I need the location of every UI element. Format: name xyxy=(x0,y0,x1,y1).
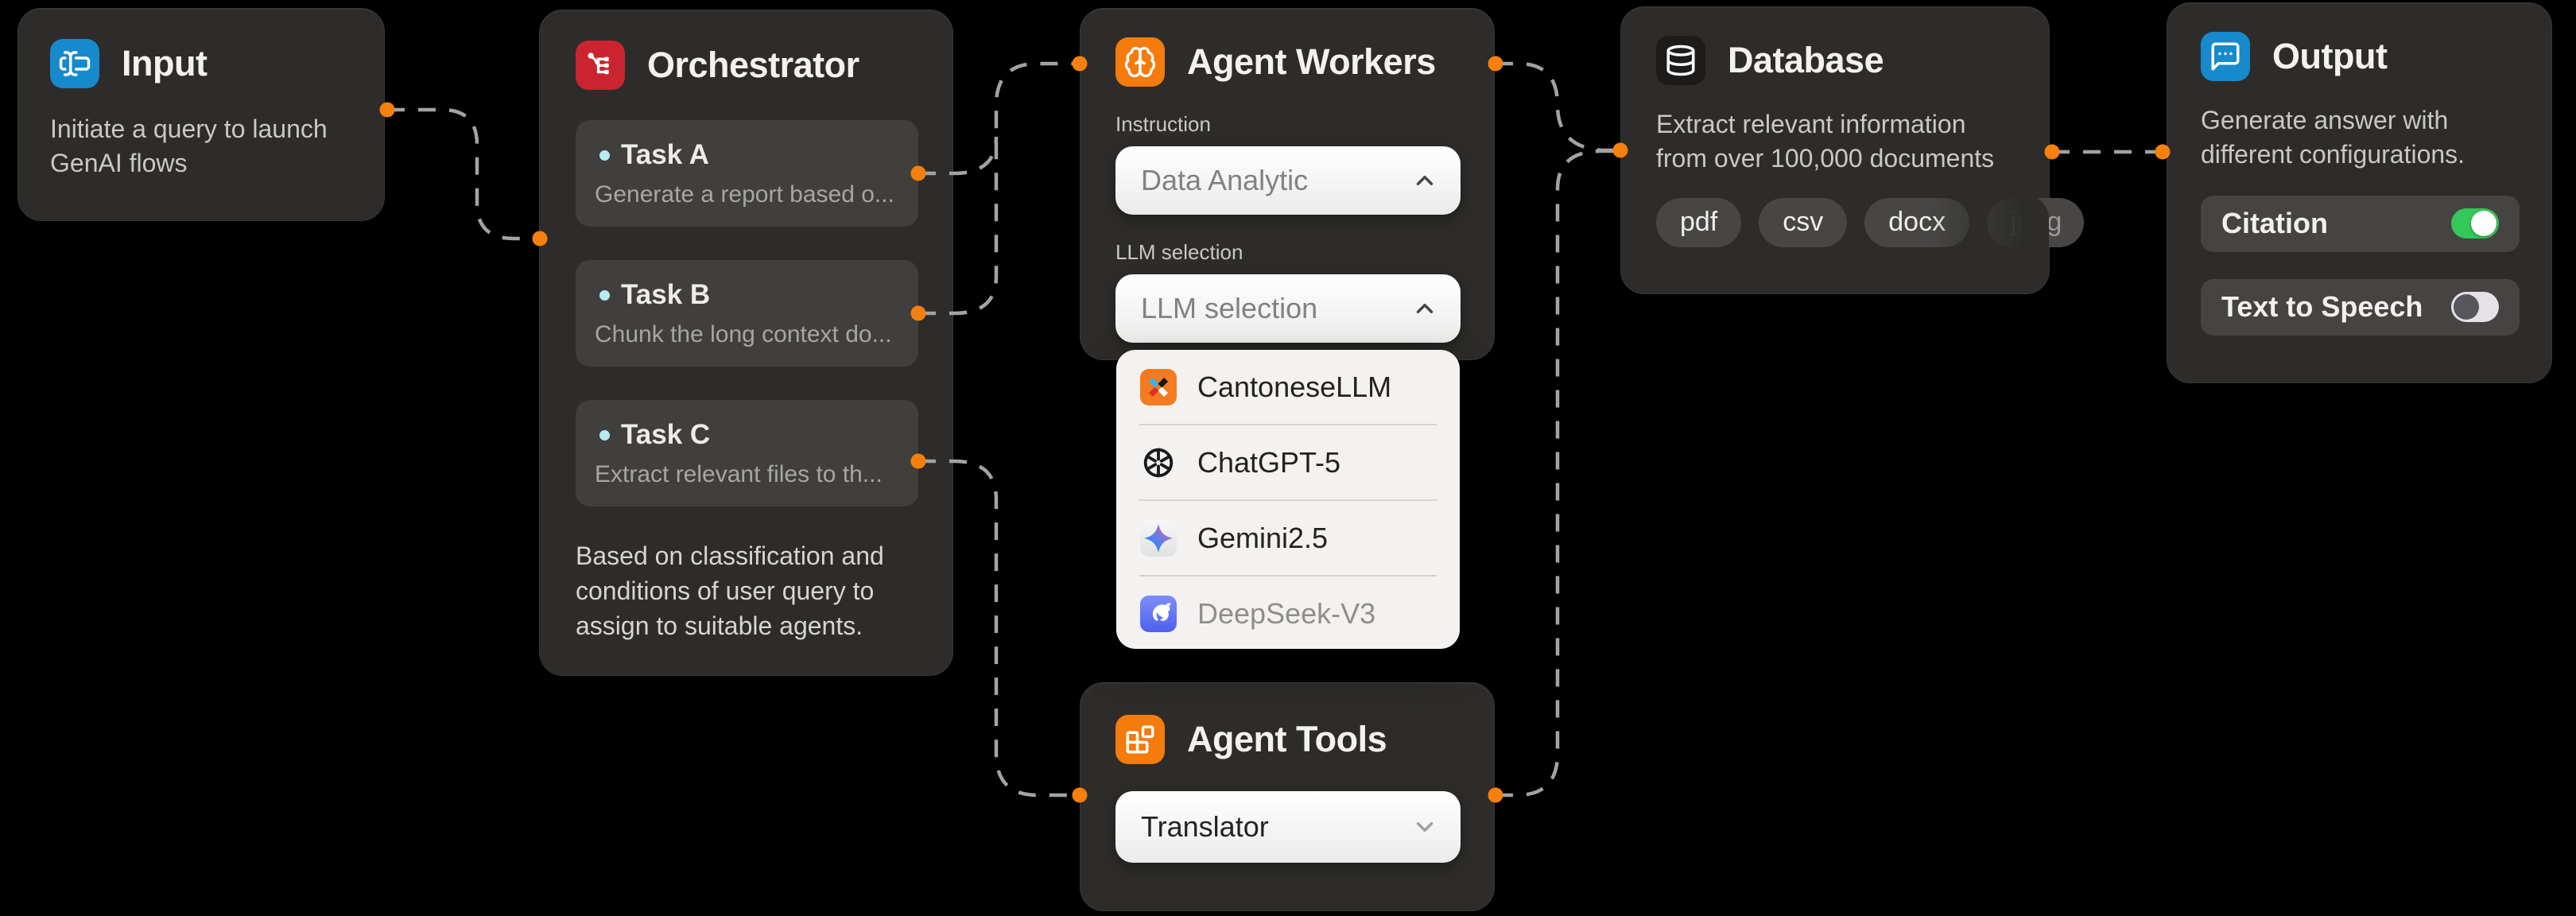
chevron-up-icon xyxy=(1416,176,1433,185)
orchestrator-node-header: Orchestrator xyxy=(576,41,917,90)
output-node-header: Output xyxy=(2201,32,2518,81)
llm-dropdown-menu: CantoneseLLM ChatGPT-5 xyxy=(1116,350,1460,649)
badge-fade-overlay xyxy=(1930,195,2049,290)
openai-logo-icon xyxy=(1140,444,1177,481)
agent-tools-input-port[interactable] xyxy=(1072,787,1088,803)
orchestrator-node[interactable]: Orchestrator Task A Generate a report ba… xyxy=(539,10,953,676)
task-description: Generate a report based o... xyxy=(595,181,894,208)
text-to-speech-label: Text to Speech xyxy=(2221,290,2423,324)
node-title: Agent Tools xyxy=(1187,719,1387,759)
file-type-badge: csv xyxy=(1759,197,1848,247)
node-title: Output xyxy=(2272,36,2388,76)
task-bullet-icon xyxy=(599,429,610,441)
llm-option-gemini25[interactable]: Gemini2.5 xyxy=(1116,501,1460,575)
input-node-header: Input xyxy=(50,39,352,88)
database-node-header: Database xyxy=(1656,36,2014,85)
database-node[interactable]: Database Extract relevant information fr… xyxy=(1620,6,2085,294)
task-card-a[interactable]: Task A Generate a report based o... xyxy=(576,120,918,227)
database-icon xyxy=(1656,36,1705,85)
agent-tools-node-header: Agent Tools xyxy=(1115,715,1459,764)
menu-divider xyxy=(1139,424,1437,425)
node-description: Generate answer with different configura… xyxy=(2201,106,2465,169)
agent-tools-node[interactable]: Agent Tools Translator xyxy=(1080,682,1495,911)
llm-option-chatgpt5[interactable]: ChatGPT-5 xyxy=(1116,425,1460,499)
orchestrator-input-port[interactable] xyxy=(532,231,548,246)
wire-agent-workers-to-database xyxy=(1496,61,1620,153)
task-description: Extract relevant files to th... xyxy=(595,461,883,487)
toggle-knob xyxy=(2471,211,2496,237)
task-title: Task C xyxy=(621,419,711,450)
brain-icon xyxy=(1115,37,1165,87)
task-title: Task A xyxy=(621,139,709,170)
citation-label: Citation xyxy=(2221,207,2328,240)
instruction-select-value: Data Analytic xyxy=(1141,164,1309,196)
output-input-port[interactable] xyxy=(2155,144,2171,160)
llm-option-cantonesellm[interactable]: CantoneseLLM xyxy=(1116,350,1460,424)
wire-input-to-orchestrator xyxy=(387,107,540,241)
toggle-knob xyxy=(2454,294,2479,320)
llm-option-deepseekv3[interactable]: DeepSeek-V3 xyxy=(1116,576,1460,649)
file-type-badge: pdf xyxy=(1656,197,1742,247)
blocks-icon xyxy=(1115,715,1165,764)
database-output-port[interactable] xyxy=(2044,144,2060,160)
citation-row: Citation xyxy=(2201,195,2520,252)
llm-select[interactable]: LLM selection xyxy=(1115,274,1461,343)
task-card-b[interactable]: Task B Chunk the long context do... xyxy=(576,260,918,367)
gemini-logo-icon xyxy=(1140,519,1177,557)
chevron-down-icon xyxy=(1416,822,1433,832)
agent-workers-node-header: Agent Workers xyxy=(1115,37,1459,87)
output-node[interactable]: Output Generate answer with different co… xyxy=(2167,2,2552,383)
text-to-speech-toggle[interactable] xyxy=(2451,292,2499,323)
input-node[interactable]: Input Initiate a query to launch GenAI f… xyxy=(17,8,385,221)
text-to-speech-row: Text to Speech xyxy=(2201,278,2520,336)
task-description: Chunk the long context do... xyxy=(595,321,892,347)
node-description: Extract relevant information from over 1… xyxy=(1656,110,1995,173)
menu-divider xyxy=(1139,575,1437,576)
chevron-up-icon xyxy=(1416,304,1433,313)
llm-selection-label: LLM selection xyxy=(1115,240,1243,264)
instruction-label: Instruction xyxy=(1115,112,1211,136)
task-bullet-icon xyxy=(599,289,610,301)
node-title: Agent Workers xyxy=(1187,41,1436,82)
taskb-output-port[interactable] xyxy=(910,305,926,321)
node-title: Database xyxy=(1728,40,1884,80)
llm-select-value: LLM selection xyxy=(1141,292,1318,324)
task-title: Task B xyxy=(621,279,711,310)
citation-toggle[interactable] xyxy=(2451,208,2499,239)
deepseek-logo-icon xyxy=(1140,595,1177,632)
agent-tools-output-port[interactable] xyxy=(1488,787,1503,803)
instruction-select[interactable]: Data Analytic xyxy=(1115,146,1461,215)
orchestrator-footer-note: Based on classification and conditions o… xyxy=(576,541,884,641)
wire-agent-tools-to-database xyxy=(1496,149,1620,798)
text-cursor-input-icon xyxy=(50,39,99,88)
task-bullet-icon xyxy=(599,149,610,161)
taska-output-port[interactable] xyxy=(910,165,926,181)
node-title: Orchestrator xyxy=(647,45,859,85)
tool-select-value: Translator xyxy=(1141,810,1269,843)
agent-workers-node[interactable]: Agent Workers Instruction Data Analytic … xyxy=(1080,8,1495,360)
database-input-port[interactable] xyxy=(1612,142,1628,158)
menu-divider xyxy=(1139,499,1437,501)
input-output-port[interactable] xyxy=(379,102,395,118)
tool-select[interactable]: Translator xyxy=(1115,791,1461,863)
task-list: Task A Generate a report based o... Task… xyxy=(576,120,918,507)
node-description: Initiate a query to launch GenAI flows xyxy=(50,114,328,177)
task-card-c[interactable]: Task C Extract relevant files to th... xyxy=(576,400,918,507)
agent-workers-input-port[interactable] xyxy=(1072,56,1088,72)
taskc-output-port[interactable] xyxy=(910,453,926,469)
chat-bubble-icon xyxy=(2201,32,2250,81)
node-title: Input xyxy=(122,43,208,83)
cantonesellm-logo-icon xyxy=(1140,368,1177,406)
branch-flow-icon xyxy=(576,41,625,90)
agent-workers-output-port[interactable] xyxy=(1488,56,1503,72)
